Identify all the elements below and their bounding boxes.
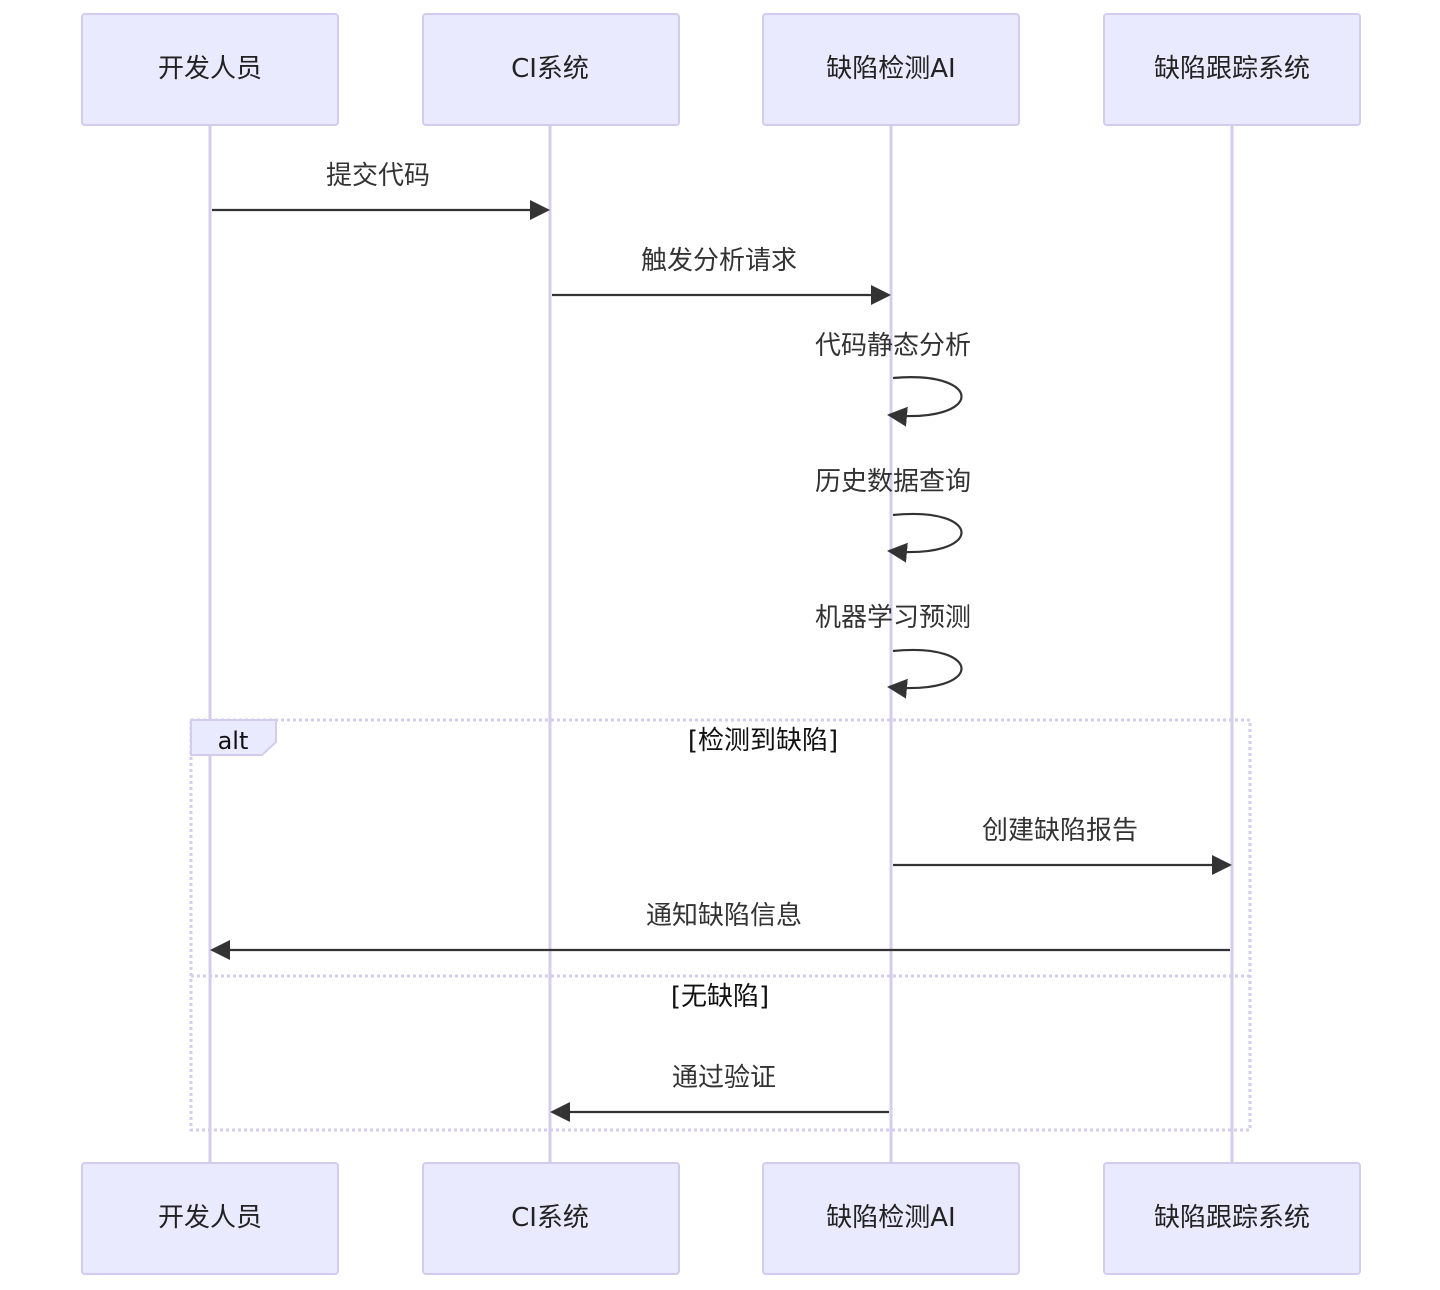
actor-label: 开发人员	[158, 54, 262, 84]
actor-box	[1103, 1162, 1361, 1275]
message-pass-validation: 通过验证	[550, 1063, 889, 1122]
alt-condition-detected: [检测到缺陷]	[688, 726, 838, 756]
actor-box	[81, 1162, 339, 1275]
actor-label: 缺陷检测AI	[826, 54, 955, 84]
message-label: 触发分析请求	[641, 246, 797, 276]
actor-dev-bottom: 开发人员	[81, 1162, 339, 1275]
alt-tag-box	[190, 719, 277, 756]
actor-box	[81, 13, 339, 126]
actor-ci-bottom: CI系统	[422, 1162, 680, 1275]
message-history-query: 历史数据查询	[815, 467, 971, 563]
actor-label: 缺陷跟踪系统	[1154, 1203, 1310, 1233]
self-message-loop	[887, 648, 963, 699]
message-label: 代码静态分析	[815, 331, 971, 361]
alt-condition-none: [无缺陷]	[671, 982, 769, 1012]
actor-label: CI系统	[511, 54, 589, 84]
message-label: 历史数据查询	[815, 467, 971, 497]
actor-ai-top: 缺陷检测AI	[762, 13, 1020, 126]
actor-ai-bottom: 缺陷检测AI	[762, 1162, 1020, 1275]
actor-label: CI系统	[511, 1203, 589, 1233]
message-label: 提交代码	[326, 161, 430, 191]
message-label: 通过验证	[672, 1063, 776, 1093]
message-label: 机器学习预测	[815, 603, 971, 633]
alt-frame	[189, 718, 1252, 1132]
alt-block: alt [检测到缺陷] [无缺陷]	[189, 718, 1252, 1132]
self-message-loop	[887, 376, 963, 427]
actor-label: 缺陷检测AI	[826, 1203, 955, 1233]
message-label: 创建缺陷报告	[982, 816, 1138, 846]
message-label: 通知缺陷信息	[646, 901, 802, 931]
actor-label: 缺陷跟踪系统	[1154, 54, 1310, 84]
actor-box	[1103, 13, 1361, 126]
message-ml-prediction: 机器学习预测	[815, 603, 971, 699]
message-notify-defect: 通知缺陷信息	[210, 901, 1230, 960]
actor-box	[762, 1162, 1020, 1275]
actor-tracker-top: 缺陷跟踪系统	[1103, 13, 1361, 126]
message-create-report: 创建缺陷报告	[893, 816, 1232, 875]
actor-ci-top: CI系统	[422, 13, 680, 126]
actor-box	[422, 13, 680, 126]
actor-box	[762, 13, 1020, 126]
message-trigger-analysis: 触发分析请求	[552, 246, 891, 305]
actor-tracker-bottom: 缺陷跟踪系统	[1103, 1162, 1361, 1275]
actor-dev-top: 开发人员	[81, 13, 339, 126]
actor-label: 开发人员	[158, 1203, 262, 1233]
message-submit-code: 提交代码	[212, 161, 550, 220]
actor-box	[422, 1162, 680, 1275]
alt-tag-label: alt	[218, 727, 249, 755]
message-static-analysis: 代码静态分析	[815, 331, 971, 427]
self-message-loop	[887, 512, 963, 563]
